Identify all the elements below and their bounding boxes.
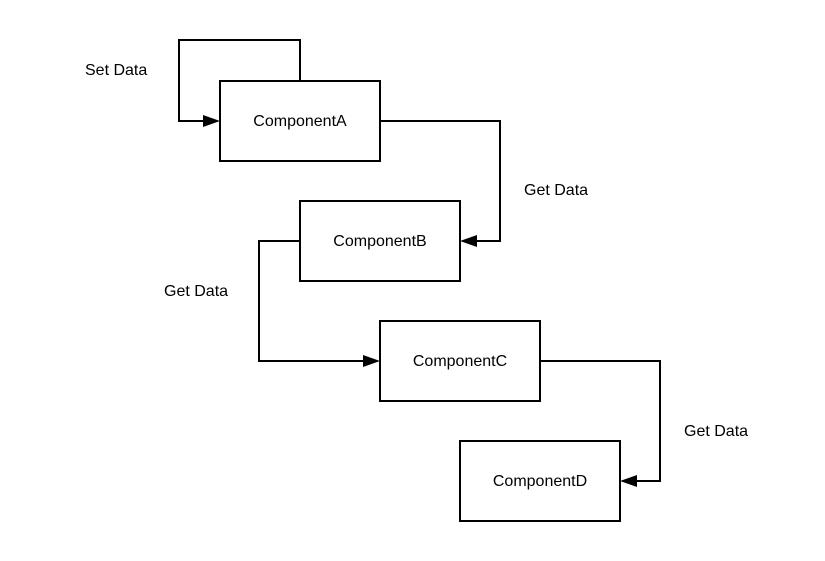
arrowhead-right-icon: [363, 355, 380, 367]
edge-label-get-data-b-c: Get Data: [164, 283, 228, 300]
arrowhead-right-icon: [203, 115, 220, 127]
node-box[interactable]: [379, 320, 541, 402]
node-component-d[interactable]: ComponentD: [459, 440, 621, 522]
edge-line-a-b: [380, 120, 501, 242]
edge-line-set-data: [178, 39, 301, 122]
node-component-c[interactable]: ComponentC: [379, 320, 541, 402]
node-box[interactable]: [459, 440, 621, 522]
edge-label-get-data-a-b: Get Data: [524, 182, 588, 199]
edge-label-set-data: Set Data: [85, 62, 147, 79]
edge-line-c-d: [540, 360, 661, 482]
node-label: ComponentB: [333, 233, 426, 250]
node-component-a[interactable]: ComponentA: [219, 80, 381, 162]
edge-label-get-data-c-d: Get Data: [684, 423, 748, 440]
edge-b-to-c: Get Data: [164, 240, 380, 367]
node-label: ComponentC: [413, 353, 507, 370]
node-label: ComponentA: [253, 113, 347, 130]
node-box[interactable]: [219, 80, 381, 162]
arrowhead-left-icon: [460, 235, 477, 247]
node-box[interactable]: [299, 200, 461, 282]
node-component-b[interactable]: ComponentB: [299, 200, 461, 282]
edge-a-to-b: Get Data: [380, 120, 588, 247]
edge-line-b-c: [258, 240, 364, 362]
edge-c-to-d: Get Data: [540, 360, 748, 487]
arrowhead-left-icon: [620, 475, 637, 487]
node-label: ComponentD: [493, 473, 587, 490]
edge-a-self: Set Data: [85, 39, 301, 127]
